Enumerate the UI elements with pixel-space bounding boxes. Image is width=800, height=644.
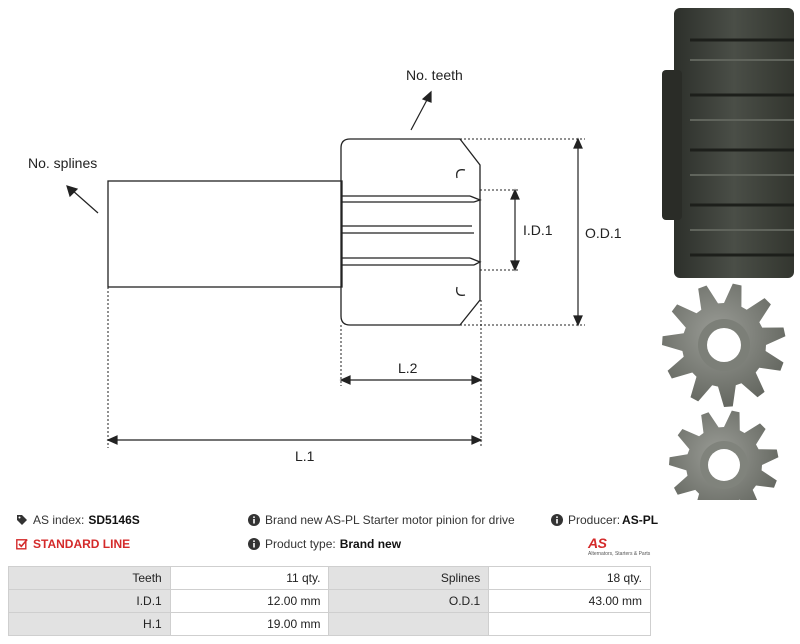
spec-key: H.1 (8, 612, 171, 636)
info-icon (551, 514, 563, 526)
producer-row: Producer: AS-PL (551, 513, 658, 527)
spec-value (488, 612, 651, 636)
logo-subtitle: Alternators, Starters & Parts (588, 551, 651, 557)
producer-value: AS-PL (622, 513, 659, 527)
spec-value: 19.00 mm (169, 612, 330, 636)
shaft-outline (107, 180, 343, 288)
as-index-row: AS index: SD5146S (16, 513, 140, 527)
spec-table: Teeth 11 qty. Splines 18 qty. I.D.1 12.0… (8, 566, 651, 636)
pinion-front-photo (662, 283, 786, 407)
spec-value: 18 qty. (488, 566, 651, 590)
spec-value: 12.00 mm (169, 589, 330, 613)
spec-value: 11 qty. (169, 566, 330, 590)
spec-key: I.D.1 (8, 589, 171, 613)
label-no-splines: No. splines (28, 155, 97, 171)
product-type-label: Product type: (265, 537, 336, 551)
spec-key: Teeth (8, 566, 171, 590)
spec-key: Splines (328, 566, 490, 590)
label-no-teeth: No. teeth (406, 67, 463, 83)
pinion-outline (340, 138, 481, 326)
table-row: I.D.1 12.00 mm O.D.1 43.00 mm (8, 589, 651, 613)
spec-key: O.D.1 (328, 589, 490, 613)
technical-drawing: No. teeth No. splines I.D.1 O.D.1 L.2 L.… (28, 67, 622, 464)
producer-label: Producer: (568, 513, 621, 527)
label-l2: L.2 (398, 360, 418, 376)
as-index-value: SD5146S (88, 513, 140, 527)
as-index-label: AS index: (33, 513, 85, 527)
info-icon (248, 538, 260, 550)
tag-icon (17, 515, 27, 525)
as-logo: AS Alternators, Starters & Parts (588, 535, 652, 559)
label-l1: L.1 (295, 448, 315, 464)
description-text: Brand new AS-PL Starter motor pinion for… (265, 513, 515, 527)
product-type-value: Brand new (339, 537, 402, 551)
table-row: H.1 19.00 mm (8, 612, 651, 636)
spec-value: 43.00 mm (488, 589, 651, 613)
pinion-back-photo (669, 410, 779, 500)
logo-mark: AS (588, 535, 607, 551)
info-icon (248, 514, 260, 526)
description-row: Brand new AS-PL Starter motor pinion for… (248, 513, 515, 527)
table-row: Teeth 11 qty. Splines 18 qty. (8, 566, 651, 590)
product-photos (662, 8, 794, 500)
checkbox-icon (16, 538, 28, 550)
product-type-row: Product type: Brand new (248, 537, 401, 551)
standard-line-row: STANDARD LINE (16, 537, 130, 551)
label-od1: O.D.1 (585, 225, 622, 241)
standard-line-badge: STANDARD LINE (33, 537, 131, 551)
spec-key (328, 612, 490, 636)
label-id1: I.D.1 (523, 222, 553, 238)
pinion-side-photo (662, 8, 794, 278)
